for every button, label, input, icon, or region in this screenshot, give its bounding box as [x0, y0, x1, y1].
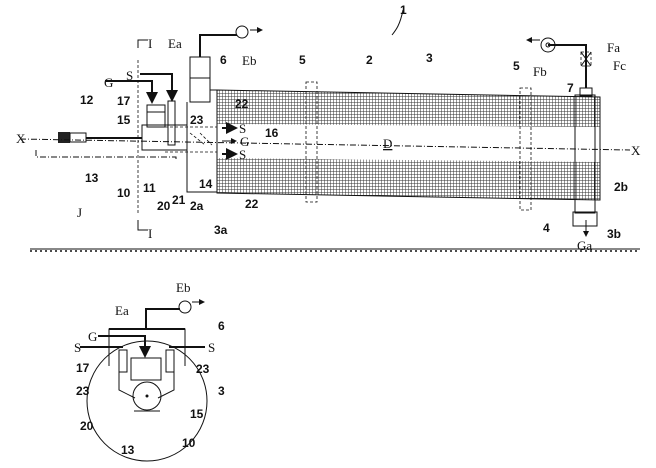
- label-X-right: X: [631, 143, 641, 158]
- section-ref-10: 10: [182, 436, 196, 450]
- label-Ea: Ea: [168, 36, 182, 51]
- section-ref-13: 13: [121, 443, 135, 457]
- hopper-17-section: [130, 357, 162, 381]
- pipe-23: [167, 100, 176, 146]
- ref-2a: 2a: [190, 199, 204, 213]
- ref-15: 15: [117, 113, 131, 127]
- ref-13: 13: [85, 171, 99, 185]
- section-view: Eb Ea 6 G S S 17 23 23 3 15 20 10 13: [74, 280, 225, 462]
- section-label-S-right: S: [208, 340, 215, 355]
- section-label-Eb: Eb: [176, 280, 190, 295]
- label-S-upper: S: [239, 121, 246, 136]
- label-S-lower: S: [239, 147, 246, 162]
- ref-21: 21: [172, 193, 186, 207]
- casing-10-section: [132, 381, 162, 411]
- section-ref-17: 17: [76, 361, 90, 375]
- ref-16: 16: [265, 126, 279, 140]
- ref-6: 6: [220, 53, 227, 67]
- fan-fb-icon: [540, 37, 556, 53]
- ref-10: 10: [117, 186, 131, 200]
- feed-casing: [141, 124, 188, 151]
- ref-17: 17: [117, 94, 131, 108]
- section-label-G: G: [88, 329, 97, 344]
- ref-14: 14: [199, 177, 213, 191]
- ref-5-right: 5: [513, 59, 520, 73]
- ref-3a: 3a: [214, 223, 228, 237]
- label-J-ground: J: [77, 205, 82, 220]
- hopper-17: [146, 104, 166, 128]
- discharge-chute: [572, 211, 598, 227]
- ref-1: 1: [400, 3, 407, 17]
- label-Fc: Fc: [613, 58, 626, 73]
- ref-3: 3: [426, 51, 433, 65]
- main-view: 1 2 3 5 5 6 7 12 17 15 13 10 11 20 21 14…: [16, 3, 641, 253]
- ref-3b: 3b: [607, 227, 621, 241]
- section-ref-23-left: 23: [76, 384, 90, 398]
- ref-20: 20: [157, 199, 171, 213]
- tube-cross-section: [86, 340, 208, 462]
- exhaust-hood-6: [189, 56, 211, 103]
- label-Fb: Fb: [533, 64, 547, 79]
- ref-11: 11: [143, 181, 156, 195]
- label-Eb: Eb: [242, 53, 256, 68]
- ref-D: D: [383, 136, 392, 151]
- section-mark-bottom: I: [148, 226, 152, 241]
- section-label-Ea: Ea: [115, 303, 129, 318]
- label-G-inlet: G: [104, 75, 113, 90]
- ref-2b: 2b: [614, 180, 628, 194]
- motor-12: [58, 132, 70, 143]
- support-ring-left: [305, 81, 318, 203]
- section-ref-15: 15: [190, 407, 204, 421]
- label-Ga: Ga: [577, 238, 592, 253]
- section-mark-top: I: [148, 36, 152, 51]
- rotary-tube: [216, 89, 601, 201]
- label-G-flow: G: [240, 134, 249, 149]
- ref-2: 2: [366, 53, 373, 67]
- ref-5-left: 5: [299, 53, 306, 67]
- ref-12: 12: [80, 93, 94, 107]
- ref-7: 7: [567, 81, 574, 95]
- fan-eb-icon-section: [178, 300, 192, 314]
- discharge-hood: [574, 94, 596, 214]
- ref-22-bottom: 22: [245, 197, 259, 211]
- section-ref-6: 6: [218, 319, 225, 333]
- label-X-left: X: [16, 131, 26, 146]
- section-label-S-left: S: [74, 340, 81, 355]
- section-ref-3: 3: [218, 384, 225, 398]
- label-S-inlet: S: [126, 68, 133, 83]
- filter-fc: [580, 51, 592, 67]
- section-ref-20: 20: [80, 419, 94, 433]
- ref-22-top: 22: [235, 97, 249, 111]
- fan-eb-icon: [235, 25, 249, 39]
- ref-23: 23: [190, 113, 204, 127]
- support-ring-right: [519, 87, 532, 211]
- section-ref-23-right: 23: [196, 362, 210, 376]
- label-Fa: Fa: [607, 40, 620, 55]
- ref-4: 4: [543, 221, 550, 235]
- axis-x: [19, 138, 631, 151]
